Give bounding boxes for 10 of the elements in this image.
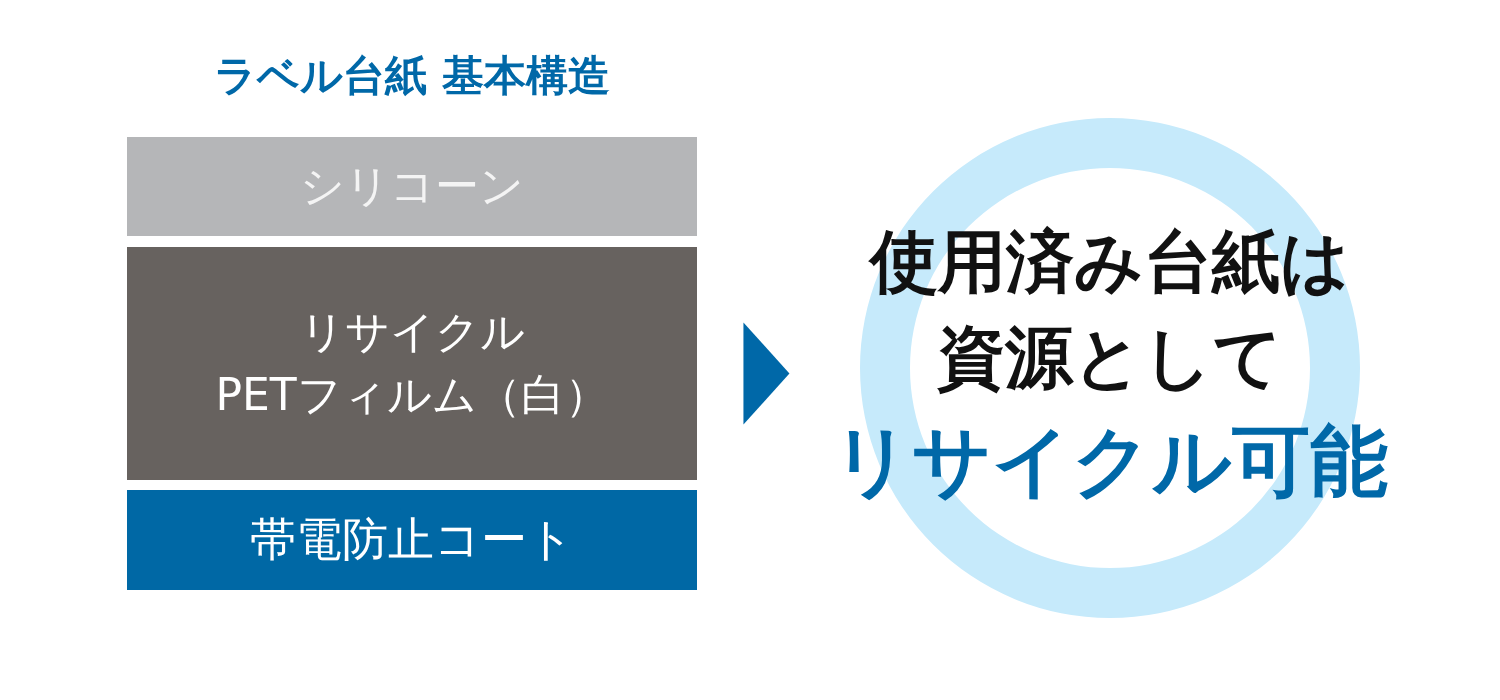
- layer-band: [127, 490, 697, 590]
- chevron-arrow: [743, 322, 790, 425]
- layer-label: リサイクルPETフィルム（白）: [214, 304, 610, 422]
- diagram-title: ラベル台紙 基本構造: [213, 50, 611, 102]
- statement-text: 使用済み台紙は資源として: [867, 221, 1351, 399]
- layer-band: [127, 247, 697, 480]
- layer-label: シリコーン: [299, 160, 525, 213]
- emphasis-text: リサイクル可能: [831, 416, 1389, 506]
- layer-band: [127, 137, 697, 236]
- layer-label: 帯電防止コート: [249, 512, 575, 568]
